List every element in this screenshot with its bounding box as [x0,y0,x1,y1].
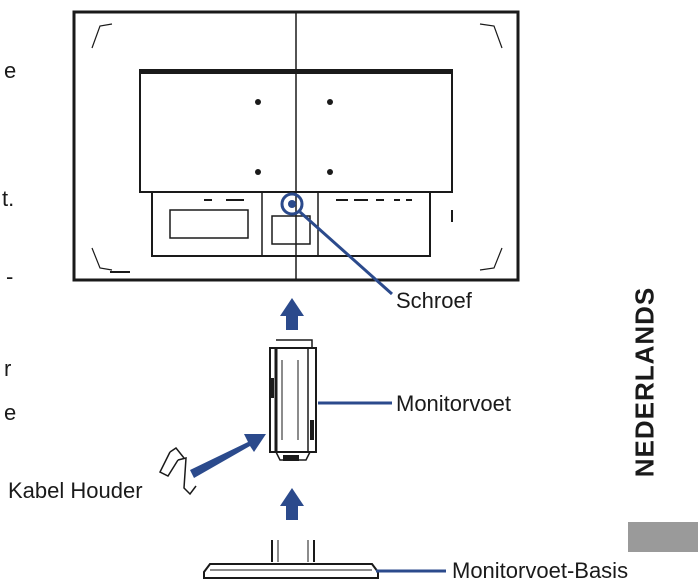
screw-leader-line [299,210,393,296]
stand-label: Monitorvoet [396,391,511,416]
base-label: Monitorvoet-Basis [452,558,629,583]
port-markings [204,199,453,222]
stand-base [203,540,379,579]
text-fragment-2: t. [2,186,15,211]
cable-holder-arrow [190,434,266,478]
screw-marker [280,192,304,216]
up-arrow-icon [280,488,304,520]
text-fragment-1: e [4,58,17,83]
text-fragment-4: r [4,356,12,381]
monitor-back [72,10,520,282]
cable-holder [158,446,197,496]
text-fragment-3: - [6,264,14,289]
language-tab-label: NEDERLANDS [629,286,660,478]
screw-label: Schroef [396,288,472,313]
language-tab: NEDERLANDS [620,262,670,502]
vesa-holes [255,99,333,175]
monitor-stand [269,339,317,461]
cable-holder-label: Kabel Houder [8,478,143,503]
page-marker-box [628,522,698,552]
text-fragment-5: e [4,400,17,425]
up-arrow-icon [280,298,304,330]
